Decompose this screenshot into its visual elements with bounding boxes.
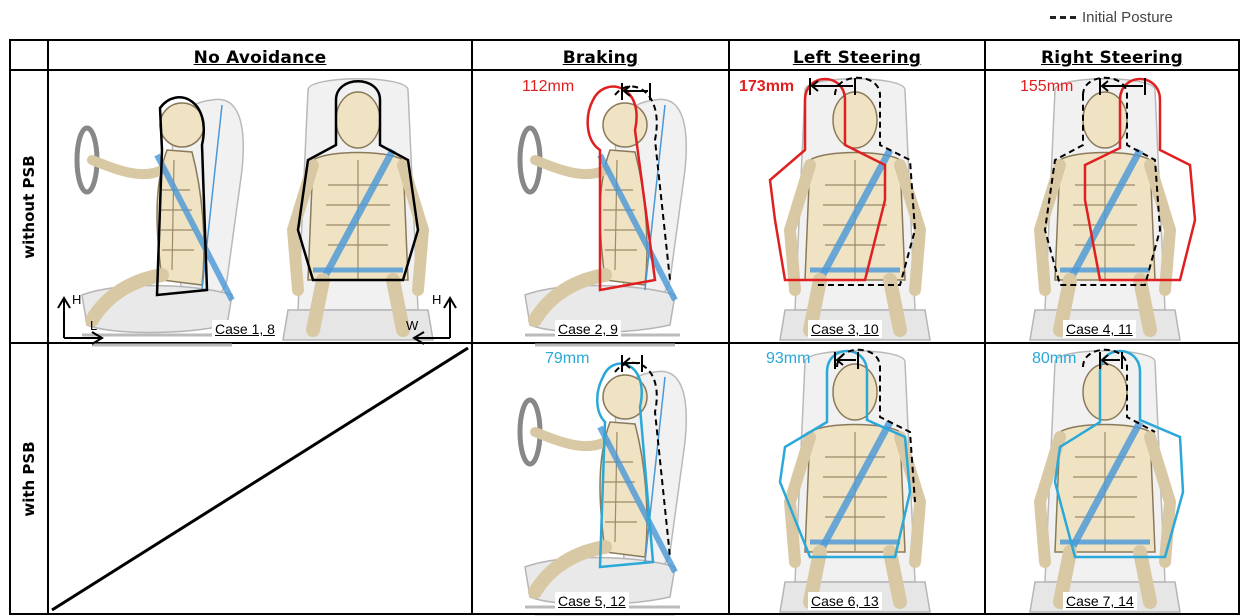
row-label-without-psb: without PSB: [20, 127, 38, 287]
measure-right-with: 80mm: [1032, 350, 1076, 368]
axis-label-h-right: H: [432, 292, 441, 307]
measure-right-without: 155mm: [1020, 78, 1073, 96]
column-header-no-avoidance: No Avoidance: [48, 48, 472, 70]
axis-label-w-right: W: [406, 318, 418, 333]
measure-left-with: 93mm: [766, 350, 810, 368]
case-label-left-with: Case 6, 13: [808, 592, 882, 610]
measure-braking-with: 79mm: [545, 350, 589, 368]
case-label-right-with: Case 7, 14: [1063, 592, 1137, 610]
right-with-figure: [1030, 350, 1183, 612]
left-without-figure: [770, 78, 930, 340]
case-label-no-avoidance: Case 1, 8: [212, 320, 278, 338]
no-avoidance-front-figure: [283, 79, 433, 340]
case-label-braking-with: Case 5, 12: [555, 592, 629, 610]
left-with-figure: [780, 350, 930, 612]
row-label-with-psb: with PSB: [20, 399, 38, 559]
column-header-braking: Braking: [472, 48, 729, 70]
case-label-right-without: Case 4, 11: [1063, 320, 1136, 338]
no-avoidance-side-figure: [77, 97, 243, 345]
column-header-left-steering: Left Steering: [729, 48, 985, 70]
braking-without-figure: [520, 86, 686, 345]
column-header-right-steering: Right Steering: [985, 48, 1239, 70]
measure-braking-without: 112mm: [522, 78, 574, 96]
right-without-figure: [1030, 78, 1195, 340]
axis-label-h-left: H: [72, 292, 81, 307]
measure-left-without: 173mm: [739, 78, 794, 96]
empty-cell-diagonal: [52, 348, 468, 610]
case-label-left-without: Case 3, 10: [808, 320, 882, 338]
axis-label-l-left: L: [90, 318, 97, 333]
braking-with-figure: [520, 363, 686, 616]
case-label-braking-without: Case 2, 9: [555, 320, 621, 338]
